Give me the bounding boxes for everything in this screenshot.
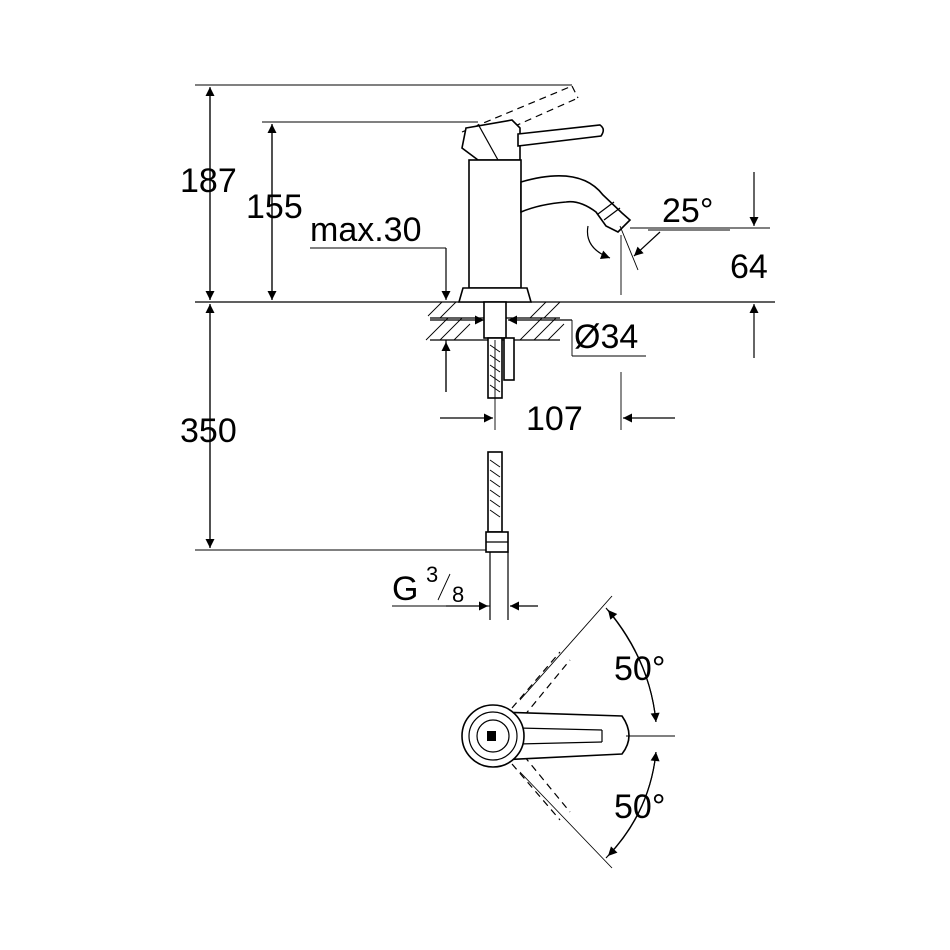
dimension-max30: max.30 [310,211,451,392]
lever-handle [517,124,605,147]
dim-thread-denominator: 8 [452,582,464,607]
faucet-body [468,159,522,289]
lever-head [461,119,521,161]
hose-braid-lower [489,459,501,518]
raised-lever-outline [461,85,579,147]
dim-155-label: 155 [246,188,303,226]
tail-pin [503,337,515,381]
dim-34-label: Ø34 [574,318,638,356]
dimension-350: 350 [180,304,237,548]
dim-107-label: 107 [526,400,583,438]
dimension-25-degrees: 25° [586,192,730,271]
top-view: 50° 50° [461,595,675,869]
dim-25-label: 25° [662,192,713,230]
dimension-187: 187 [180,87,237,300]
mounting-stud [483,301,507,339]
spout [520,175,632,233]
dim-64-label: 64 [730,248,768,286]
side-view [195,84,775,620]
dim-187-label: 187 [180,162,237,200]
lever-swing-down-outline [511,755,613,869]
dim-max30-label: max.30 [310,211,422,249]
dimension-thread: G 3 8 [392,562,538,611]
dimension-diameter-34: Ø34 [430,315,646,357]
lever-swing-up-outline [511,595,613,717]
dim-50-top-label: 50° [614,650,665,688]
dim-50-bottom-label: 50° [614,788,665,826]
dim-thread-prefix: G [392,570,418,608]
dim-thread-numerator: 3 [426,562,438,587]
dimension-107: 107 [440,400,675,438]
dimension-64: 64 [630,172,770,358]
faucet-base [457,287,533,303]
center-marker [487,731,496,741]
dim-350-label: 350 [180,412,237,450]
dimension-155: 155 [246,124,303,300]
lever-top [497,711,630,761]
